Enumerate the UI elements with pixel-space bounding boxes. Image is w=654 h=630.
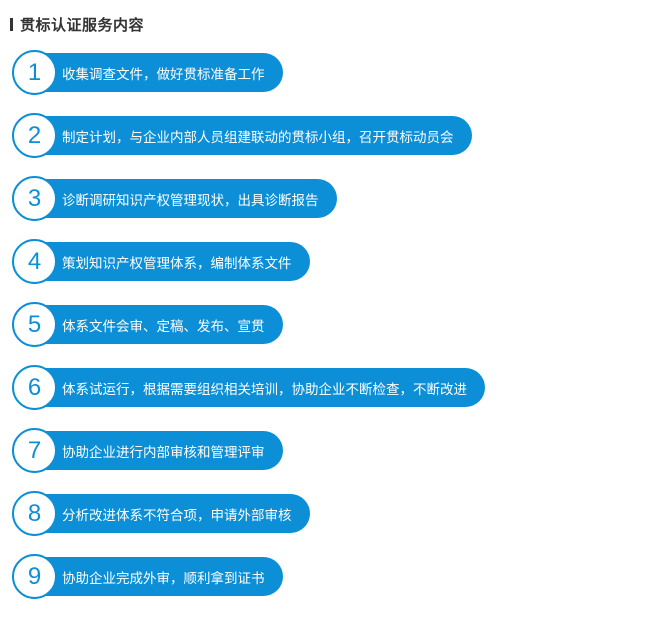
step-number-circle: 1 xyxy=(12,50,57,95)
step-item-7: 7 协助企业进行内部审核和管理评审 xyxy=(12,428,642,473)
service-steps-list: 1 收集调查文件，做好贯标准备工作 2 制定计划，与企业内部人员组建联动的贯标小… xyxy=(12,50,642,617)
step-item-6: 6 体系试运行，根据需要组织相关培训，协助企业不断检查，不断改进 xyxy=(12,365,642,410)
step-item-4: 4 策划知识产权管理体系，编制体系文件 xyxy=(12,239,642,284)
step-text-pill: 分析改进体系不符合项，申请外部审核 xyxy=(22,494,310,533)
step-number-circle: 4 xyxy=(12,239,57,284)
step-text-pill: 策划知识产权管理体系，编制体系文件 xyxy=(22,242,310,281)
step-number-circle: 3 xyxy=(12,176,57,221)
section-header: 贯标认证服务内容 xyxy=(10,14,144,34)
step-text-pill: 收集调查文件，做好贯标准备工作 xyxy=(22,53,283,92)
step-number-circle: 2 xyxy=(12,113,57,158)
step-item-2: 2 制定计划，与企业内部人员组建联动的贯标小组，召开贯标动员会 xyxy=(12,113,642,158)
step-item-5: 5 体系文件会审、定稿、发布、宣贯 xyxy=(12,302,642,347)
step-number-circle: 8 xyxy=(12,491,57,536)
step-number-circle: 6 xyxy=(12,365,57,410)
step-number-circle: 5 xyxy=(12,302,57,347)
step-item-3: 3 诊断调研知识产权管理现状，出具诊断报告 xyxy=(12,176,642,221)
step-text-pill: 协助企业进行内部审核和管理评审 xyxy=(22,431,283,470)
step-item-9: 9 协助企业完成外审，顺利拿到证书 xyxy=(12,554,642,599)
section-title: 贯标认证服务内容 xyxy=(20,15,145,34)
step-item-1: 1 收集调查文件，做好贯标准备工作 xyxy=(12,50,642,95)
step-text-pill: 体系文件会审、定稿、发布、宣贯 xyxy=(22,305,283,344)
step-item-8: 8 分析改进体系不符合项，申请外部审核 xyxy=(12,491,642,536)
header-accent-bar xyxy=(10,17,13,31)
step-text-pill: 体系试运行，根据需要组织相关培训，协助企业不断检查，不断改进 xyxy=(22,368,485,407)
step-number-circle: 7 xyxy=(12,428,57,473)
step-text-pill: 诊断调研知识产权管理现状，出具诊断报告 xyxy=(22,179,337,218)
step-text-pill: 协助企业完成外审，顺利拿到证书 xyxy=(22,557,283,596)
step-number-circle: 9 xyxy=(12,554,57,599)
step-text-pill: 制定计划，与企业内部人员组建联动的贯标小组，召开贯标动员会 xyxy=(22,116,472,155)
